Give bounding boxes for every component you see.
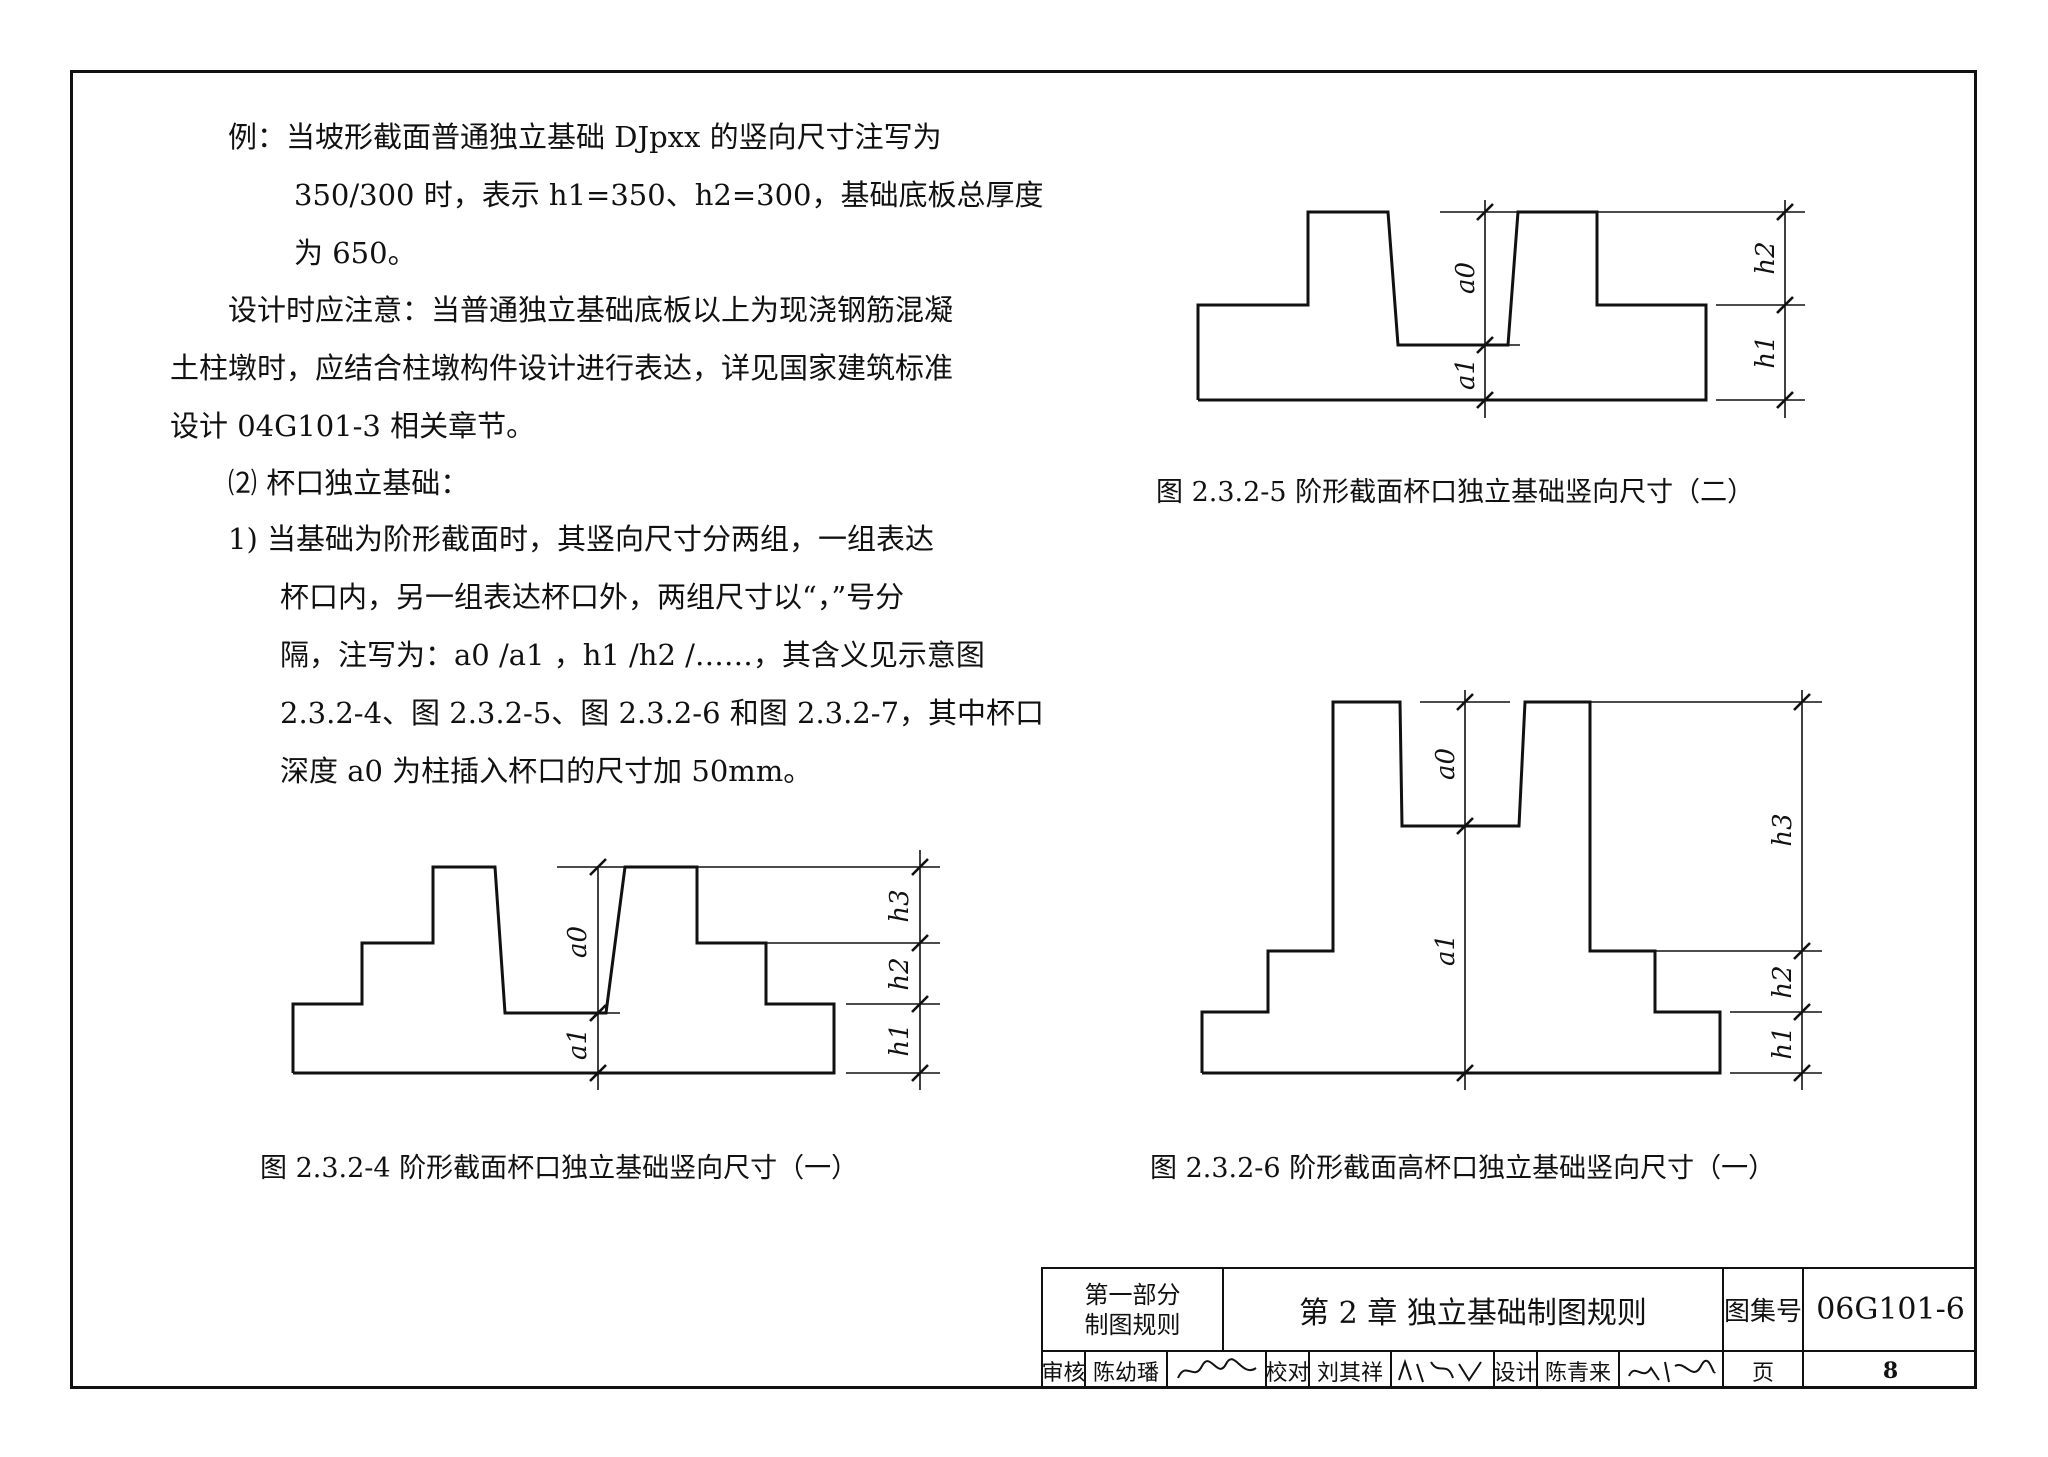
reviewer-signature-mark [1176,1357,1257,1378]
review-label: 审核 [1041,1350,1086,1389]
check-label: 校对 [1265,1350,1310,1389]
checker-name: 刘其祥 [1308,1350,1390,1389]
fig5-caption: 图 2.3.2-5 阶形截面杯口独立基础竖向尺寸（二） [1156,477,1755,508]
fig6-outline [1200,700,1722,1075]
item-1-line-2: 杯口内，另一组表达杯口外，两组尺寸以“，”号分 [280,580,905,614]
item-1-line-1: 1) 当基础为阶形截面时，其竖向尺寸分两组，一组表达 [228,522,934,556]
item-1-line-4: 2.3.2-4、图 2.3.2-5、图 2.3.2-6 和图 2.3.2-7，其… [280,696,1045,730]
sheet-border [70,70,1977,1389]
atlas-number: 06G101-6 [1802,1267,1977,1350]
fig4-label-a0: a0 [563,926,593,958]
fig6-label-h3: h3 [1768,813,1798,846]
fig4-caption: 图 2.3.2-4 阶形截面杯口独立基础竖向尺寸（一） [260,1153,859,1184]
page-label: 页 [1722,1350,1802,1389]
fig5-label-h2: h2 [1751,241,1781,274]
item-1-line-5: 深度 a0 为柱插入杯口的尺寸加 50mm。 [280,754,813,788]
example-line-3: 为 650。 [294,236,417,270]
designer-signature-mark [1628,1359,1716,1382]
design-label: 设计 [1493,1350,1538,1389]
item-1-paragraph: 1) 当基础为阶形截面时，其竖向尺寸分两组，一组表达 杯口内，另一组表达杯口外，… [228,510,1044,800]
fig6-label-a0: a0 [1431,748,1461,780]
part-cell: 第一部分 制图规则 [1041,1267,1222,1350]
part-label: 第一部分 [1084,1280,1181,1309]
example-paragraph: 例：当坡形截面普通独立基础 DJpxx 的竖向尺寸注写为 350/300 时，表… [228,108,1043,282]
title-block: 第一部分 制图规则 第 2 章 独立基础制图规则 图集号 06G101-6 审核… [1041,1267,1977,1389]
item-1-line-3: 隔，注写为：a0 /a1 ，h1 /h2 /……，其含义见示意图 [280,638,985,672]
fig6-label-h1: h1 [1768,1026,1798,1059]
note-line-1: 设计时应注意：当普通独立基础底板以上为现浇钢筋混凝 [228,293,954,327]
checker-signature-mark [1397,1358,1482,1382]
fig6-label-h2: h2 [1768,965,1798,998]
fig5-label-a0: a0 [1451,262,1481,294]
page-number: 8 [1802,1350,1977,1389]
fig6-label-a1: a1 [1431,934,1461,966]
atlas-number-label: 图集号 [1722,1267,1802,1350]
design-note-paragraph: 设计时应注意：当普通独立基础底板以上为现浇钢筋混凝 土柱墩时，应结合柱墩构件设计… [170,281,953,455]
reviewer-signature [1166,1350,1265,1389]
example-line-2: 350/300 时，表示 h1=350、h2=300，基础底板总厚度 [294,178,1044,212]
chapter-title: 第 2 章 独立基础制图规则 [1222,1267,1722,1350]
fig4-label-a1: a1 [563,1028,593,1060]
designer-signature [1618,1350,1722,1389]
fig4-label-h2: h2 [885,957,915,990]
example-line-1: 例：当坡形截面普通独立基础 DJpxx 的竖向尺寸注写为 [228,120,942,154]
checker-signature [1390,1350,1493,1389]
part-sub-label: 制图规则 [1084,1310,1181,1339]
designer-name: 陈青来 [1536,1350,1618,1389]
reviewer-name: 陈幼璠 [1084,1350,1166,1389]
fig6-caption: 图 2.3.2-6 阶形截面高杯口独立基础竖向尺寸（一） [1150,1153,1776,1184]
note-line-3: 设计 04G101-3 相关章节。 [170,409,536,443]
fig4-label-h1: h1 [885,1023,915,1056]
note-line-2: 土柱墩时，应结合柱墩构件设计进行表达，详见国家建筑标准 [170,351,954,385]
fig5-label-a1: a1 [1451,358,1481,390]
fig4-label-h3: h3 [885,889,915,922]
section-heading: ⑵ 杯口独立基础： [228,466,470,500]
fig5-label-h1: h1 [1751,335,1781,368]
